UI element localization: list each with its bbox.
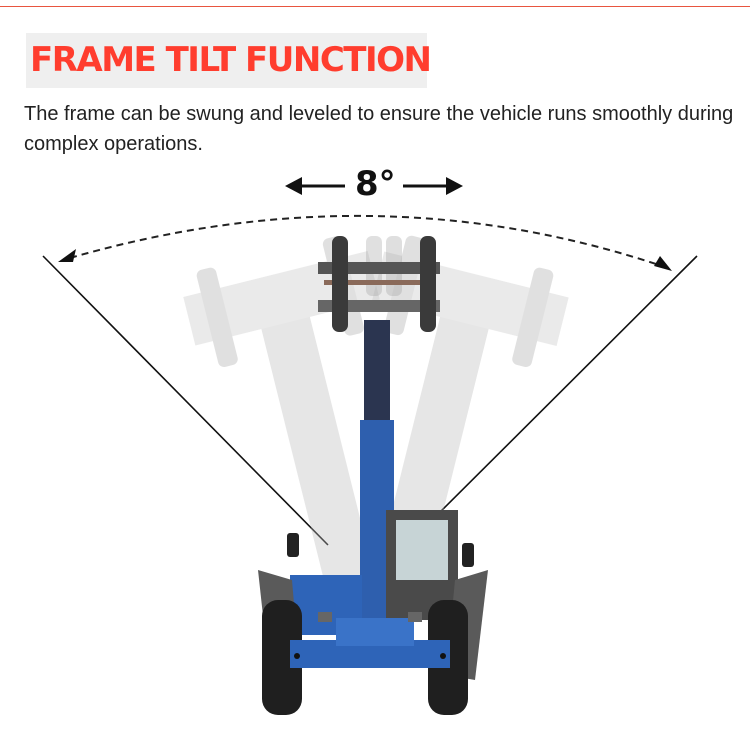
title-banner: FRAME TILT FUNCTION [26,33,432,88]
telehandler-illustration [258,236,488,715]
right-arrow-icon [403,177,463,195]
arc-arrowhead-right-icon [654,256,672,271]
tilt-angle-label: 8° [355,164,396,204]
left-arrow-icon [285,177,345,195]
description-text: The frame can be swung and leveled to en… [24,103,734,155]
right-radial-line [411,255,698,541]
top-divider [0,6,750,7]
tilt-arc [69,214,663,267]
arc-arrowhead-left-icon [58,249,76,262]
left-radial-line [42,255,329,546]
page-title: FRAME TILT FUNCTION [30,40,432,80]
